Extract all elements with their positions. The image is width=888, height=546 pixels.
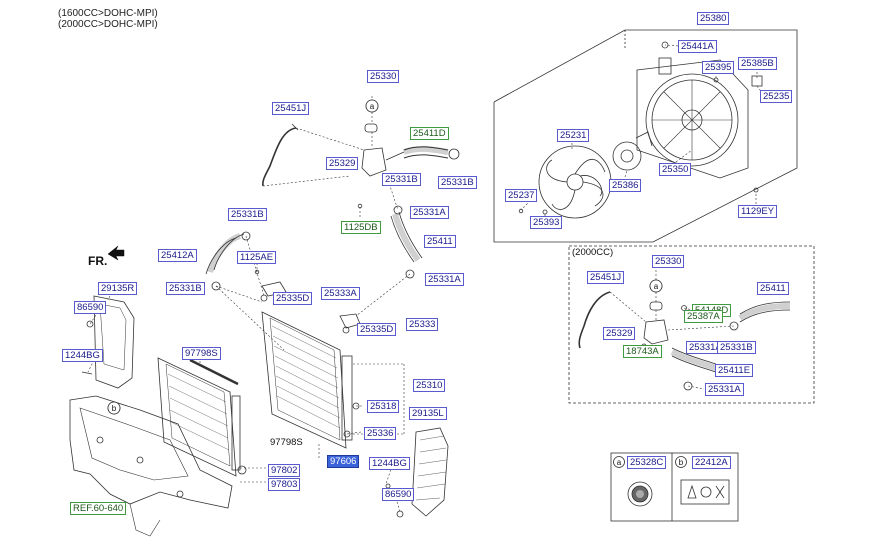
callout-a-inset: a [649, 279, 663, 293]
part-label-97803[interactable]: 97803 [268, 478, 301, 491]
legend-a-badge: a [613, 456, 625, 468]
legend-b-letter: b [679, 458, 684, 467]
fan-assembly-frame [493, 29, 798, 243]
left-air-guard [81, 295, 135, 389]
callout-a-inset-text: a [654, 282, 659, 291]
part-label-29135l[interactable]: 29135L [409, 407, 447, 420]
part-label-25350[interactable]: 25350 [659, 163, 692, 176]
part-label-25330[interactable]: 25330 [367, 70, 400, 83]
callout-a-main-text: a [370, 102, 375, 111]
callout-a-main: a [365, 99, 379, 113]
legend-b-part-label[interactable]: 22412A [692, 456, 731, 469]
part-label-97798s-1[interactable]: 97798S [182, 347, 221, 360]
legend-a-letter: a [617, 458, 622, 467]
part-label-25451j[interactable]: 25451J [272, 102, 310, 115]
part-label-1125ae[interactable]: 1125AE [237, 251, 277, 264]
part-label-i-25411e[interactable]: 25411E [715, 364, 754, 377]
part-label-25331b-2[interactable]: 25331B [438, 176, 477, 189]
part-label-i-25387a[interactable]: 25387A [684, 310, 723, 323]
part-label-i-25411[interactable]: 25411 [757, 282, 789, 295]
legend-b-image [680, 479, 730, 505]
part-label-25393[interactable]: 25393 [530, 216, 563, 229]
part-label-25411d[interactable]: 25411D [410, 127, 449, 140]
fan-shroud [636, 57, 749, 179]
part-label-25310[interactable]: 25310 [413, 379, 446, 392]
engine-variant-2000: (2000CC>DOHC-MPI) [58, 19, 158, 30]
part-label-25318[interactable]: 25318 [367, 400, 400, 413]
inset-2000cc-frame [568, 245, 815, 404]
part-label-25331b-4[interactable]: 25331B [166, 282, 205, 295]
part-label-i-25330[interactable]: 25330 [652, 255, 685, 268]
part-label-25385b[interactable]: 25385B [738, 57, 777, 70]
callout-b-main: b [107, 401, 121, 415]
part-label-25380[interactable]: 25380 [697, 12, 730, 25]
inset-2000cc-title: (2000CC) [572, 247, 614, 258]
legend-b-badge: b [675, 456, 687, 468]
part-label-25441a[interactable]: 25441A [678, 40, 717, 53]
legend-frame [610, 452, 739, 522]
part-label-i-25331b[interactable]: 25331B [717, 341, 756, 354]
part-label-i-25329[interactable]: 25329 [603, 327, 636, 340]
part-label-25412a[interactable]: 25412A [158, 249, 197, 262]
part-label-25333a[interactable]: 25333A [321, 287, 360, 300]
part-label-25333[interactable]: 25333 [406, 318, 439, 331]
part-label-i-25331a-2[interactable]: 25331A [705, 383, 744, 396]
part-label-25231[interactable]: 25231 [557, 129, 590, 142]
part-label-1244bg-1[interactable]: 1244BG [62, 349, 103, 362]
part-label-86590-1[interactable]: 86590 [74, 301, 107, 314]
part-label-25331b-1[interactable]: 25331B [382, 173, 421, 186]
part-label-86590-2[interactable]: 86590 [382, 488, 415, 501]
fr-direction-arrow [107, 245, 125, 261]
part-label-1129ey[interactable]: 1129EY [738, 205, 778, 218]
part-label-i-25451j[interactable]: 25451J [587, 271, 625, 284]
part-label-25329[interactable]: 25329 [326, 157, 359, 170]
part-label-25331a-1[interactable]: 25331A [410, 206, 449, 219]
part-label-i-18743a[interactable]: 18743A [623, 345, 662, 358]
part-label-25331a-2[interactable]: 25331A [425, 273, 464, 286]
part-label-1244bg-2[interactable]: 1244BG [369, 457, 410, 470]
legend-a-image [627, 481, 653, 507]
legend-a-part-label[interactable]: 25328C [627, 456, 667, 469]
part-label-97798s-2[interactable]: 97798S [270, 437, 303, 448]
fan-motor [612, 131, 653, 171]
part-label-97802[interactable]: 97802 [268, 464, 301, 477]
part-label-25395[interactable]: 25395 [702, 61, 735, 74]
callout-b-main-text: b [112, 404, 117, 413]
part-label-25336[interactable]: 25336 [364, 427, 397, 440]
part-label-1125db[interactable]: 1125DB [341, 221, 381, 234]
part-label-97606[interactable]: 97606 [327, 455, 360, 468]
part-label-25335d-2[interactable]: 25335D [357, 323, 397, 336]
condenser [157, 357, 247, 477]
radiator [261, 311, 360, 449]
part-label-25335d-1[interactable]: 25335D [273, 292, 313, 305]
front-end-module [69, 395, 233, 537]
part-label-25411[interactable]: 25411 [424, 235, 456, 248]
right-air-guard [385, 427, 449, 518]
part-label-25237[interactable]: 25237 [505, 189, 538, 202]
part-label-ref60640[interactable]: REF.60-640 [70, 502, 127, 515]
part-label-25386[interactable]: 25386 [609, 179, 642, 192]
engine-variant-1600: (1600CC>DOHC-MPI) [58, 8, 158, 19]
front-direction-label: FR. [88, 254, 108, 268]
part-label-25235[interactable]: 25235 [760, 90, 793, 103]
lower-hose-assembly [205, 231, 361, 334]
fan-blade [538, 145, 612, 219]
part-label-29135r[interactable]: 29135R [98, 282, 138, 295]
part-label-25331b-3[interactable]: 25331B [228, 208, 267, 221]
